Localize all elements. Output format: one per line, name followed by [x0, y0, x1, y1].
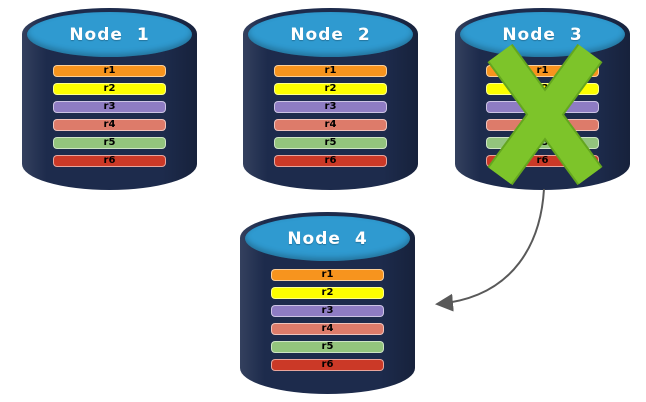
- node-3-replica-list: r1 r2 r3 r4 r5 r6: [486, 65, 599, 173]
- replica-bar-r5: r5: [274, 137, 387, 149]
- replica-bar-r2: r2: [274, 83, 387, 95]
- replica-bar-r4: r4: [271, 323, 384, 335]
- node-1-top-ellipse: Node 1: [27, 12, 192, 57]
- node-4-label: Node 4: [287, 228, 368, 249]
- replica-bar-r1: r1: [53, 65, 166, 77]
- replica-bar-r3: r3: [274, 101, 387, 113]
- replica-bar-r6: r6: [274, 155, 387, 167]
- replica-bar-r6: r6: [53, 155, 166, 167]
- replica-bar-r3: r3: [53, 101, 166, 113]
- node-4-cylinder: Node 4 r1 r2 r3 r4 r5 r6: [240, 212, 415, 394]
- replica-bar-r5: r5: [486, 137, 599, 149]
- node-1-cylinder: Node 1 r1 r2 r3 r4 r5 r6: [22, 8, 197, 190]
- node-4-replica-list: r1 r2 r3 r4 r5 r6: [271, 269, 384, 377]
- node-1-replica-list: r1 r2 r3 r4 r5 r6: [53, 65, 166, 173]
- replica-bar-r1: r1: [486, 65, 599, 77]
- replication-arrow: [435, 188, 545, 312]
- node-2-replica-list: r1 r2 r3 r4 r5 r6: [274, 65, 387, 173]
- node-3-cylinder: Node 3 r1 r2 r3 r4 r5 r6: [455, 8, 630, 190]
- replica-bar-r5: r5: [53, 137, 166, 149]
- node-1-label: Node 1: [69, 24, 150, 45]
- replica-bar-r1: r1: [274, 65, 387, 77]
- replica-bar-r1: r1: [271, 269, 384, 281]
- replica-bar-r3: r3: [486, 101, 599, 113]
- replica-bar-r6: r6: [271, 359, 384, 371]
- replica-bar-r4: r4: [274, 119, 387, 131]
- replica-bar-r4: r4: [486, 119, 599, 131]
- replica-bar-r2: r2: [53, 83, 166, 95]
- node-3-label: Node 3: [502, 24, 583, 45]
- replica-bar-r5: r5: [271, 341, 384, 353]
- node-2-cylinder: Node 2 r1 r2 r3 r4 r5 r6: [243, 8, 418, 190]
- node-3-top-ellipse: Node 3: [460, 12, 625, 57]
- replica-bar-r2: r2: [486, 83, 599, 95]
- replica-bar-r2: r2: [271, 287, 384, 299]
- replica-bar-r3: r3: [271, 305, 384, 317]
- replica-bar-r4: r4: [53, 119, 166, 131]
- replica-bar-r6: r6: [486, 155, 599, 167]
- node-4-top-ellipse: Node 4: [245, 216, 410, 261]
- node-2-label: Node 2: [290, 24, 371, 45]
- node-2-top-ellipse: Node 2: [248, 12, 413, 57]
